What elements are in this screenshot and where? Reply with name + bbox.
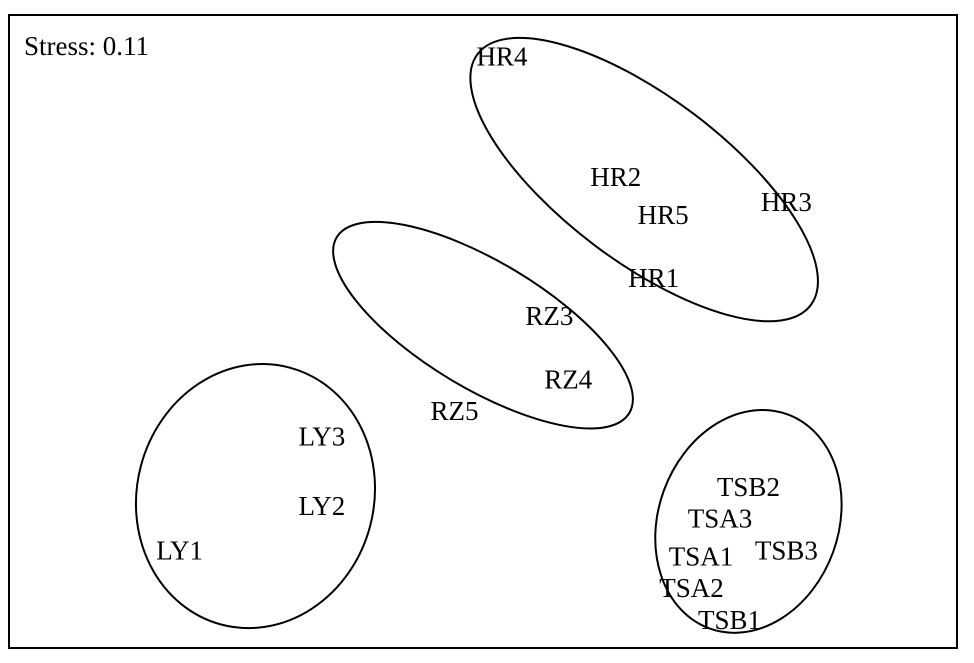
site-label-hr4: HR4	[476, 42, 528, 72]
group-ellipses	[134, 36, 843, 634]
group-ellipse-rz	[332, 220, 634, 430]
site-label-rz5: RZ5	[431, 396, 479, 426]
site-label-tsa2: TSA2	[659, 573, 724, 603]
site-label-tsa3: TSA3	[688, 504, 753, 534]
site-label-hr5: HR5	[638, 200, 689, 230]
site-label-ly1: LY1	[156, 535, 203, 565]
site-label-rz3: RZ3	[525, 301, 573, 331]
site-label-hr2: HR2	[590, 162, 641, 192]
group-ellipse-ts	[654, 408, 843, 634]
group-ellipse-ly	[134, 363, 377, 630]
group-ellipse-hr	[469, 36, 819, 323]
site-label-hr1: HR1	[628, 263, 679, 293]
site-label-tsb1: TSB1	[698, 605, 761, 635]
site-label-ly2: LY2	[298, 491, 345, 521]
site-label-hr3: HR3	[761, 187, 812, 217]
site-label-ly3: LY3	[298, 421, 345, 451]
site-label-tsb2: TSB2	[717, 472, 780, 502]
plot-frame	[8, 14, 958, 649]
site-label-tsa1: TSA1	[669, 542, 734, 572]
site-label-tsb3: TSB3	[755, 535, 818, 565]
stress-annotation: Stress: 0.11	[24, 31, 149, 61]
site-label-rz4: RZ4	[544, 364, 593, 394]
